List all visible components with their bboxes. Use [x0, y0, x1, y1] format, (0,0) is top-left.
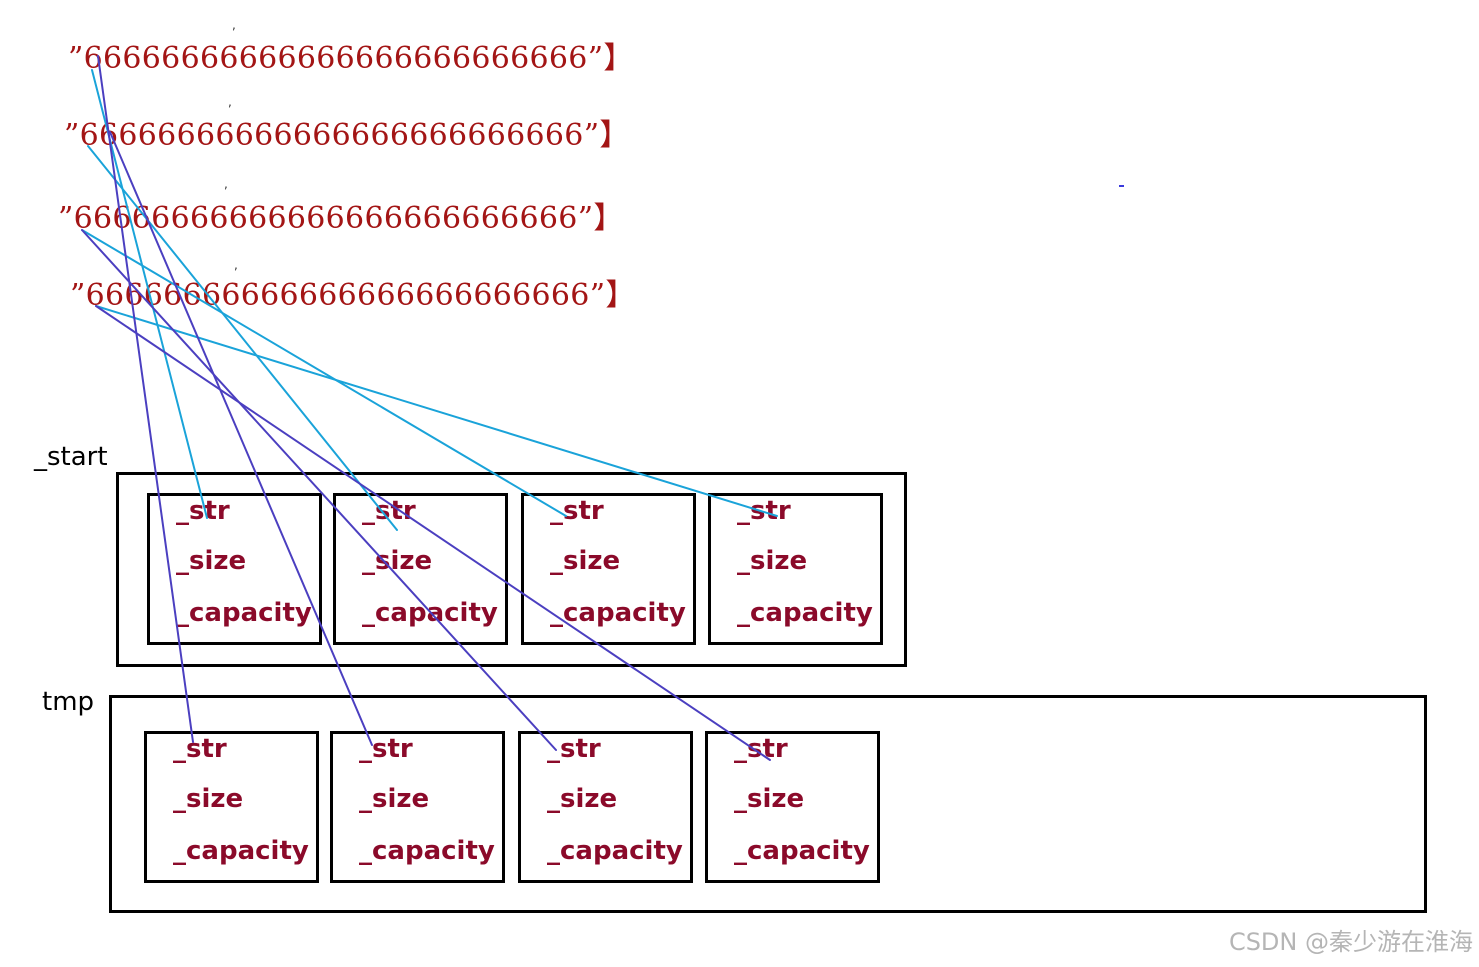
field-capacity: _capacity: [173, 836, 309, 866]
field-str: _str: [173, 734, 227, 764]
field-size: _size: [359, 784, 430, 814]
tmp-cell-1: _str _size _capacity: [144, 731, 319, 883]
pointer-start-4: [95, 305, 778, 517]
start-cell-3: _str _size _capacity: [521, 493, 696, 645]
pointer-tmp-4: [95, 305, 771, 761]
field-size: _size: [734, 784, 805, 814]
watermark: CSDN @秦少游在淮海: [1228, 928, 1473, 956]
tmp-cell-3: _str _size _capacity: [518, 731, 693, 883]
tmp-cell-4: _str _size _capacity: [705, 731, 880, 883]
string-literal-4: ”66666666666666666666666666”】: [70, 278, 636, 313]
string-literal-2: ”66666666666666666666666666”】: [64, 118, 630, 153]
field-capacity: _capacity: [547, 836, 683, 866]
pointer-tmp-3: [81, 229, 557, 751]
field-capacity: _capacity: [550, 598, 686, 628]
pointer-start-3: [81, 229, 567, 517]
stray-dot: [1119, 185, 1124, 187]
field-size: _size: [173, 784, 244, 814]
field-size: _size: [737, 546, 808, 576]
field-size: _size: [547, 784, 618, 814]
stray-mark: ,: [234, 258, 238, 272]
field-capacity: _capacity: [737, 598, 873, 628]
field-str: _str: [734, 734, 788, 764]
stray-mark: ,: [224, 177, 228, 191]
group-label-tmp: tmp: [42, 687, 95, 717]
pointer-tmp-1: [97, 55, 194, 743]
field-size: _size: [550, 546, 621, 576]
string-literal-1: ”66666666666666666666666666”】: [68, 41, 634, 76]
field-capacity: _capacity: [734, 836, 870, 866]
pointer-tmp-2: [109, 131, 373, 746]
start-cell-4: _str _size _capacity: [708, 493, 883, 645]
pointer-start-2: [87, 145, 398, 531]
field-capacity: _capacity: [176, 598, 312, 628]
field-size: _size: [176, 546, 247, 576]
field-size: _size: [362, 546, 433, 576]
tmp-cell-2: _str _size _capacity: [330, 731, 505, 883]
start-cell-1: _str _size _capacity: [147, 493, 322, 645]
tmp-container: _str _size _capacity _str _size _capacit…: [109, 695, 1427, 913]
group-label-start: _start: [34, 442, 108, 472]
stray-mark: ,: [232, 18, 236, 32]
field-str: _str: [359, 734, 413, 764]
stray-mark: ,: [228, 95, 232, 109]
field-capacity: _capacity: [359, 836, 495, 866]
start-container: _str _size _capacity _str _size _capacit…: [116, 472, 907, 667]
